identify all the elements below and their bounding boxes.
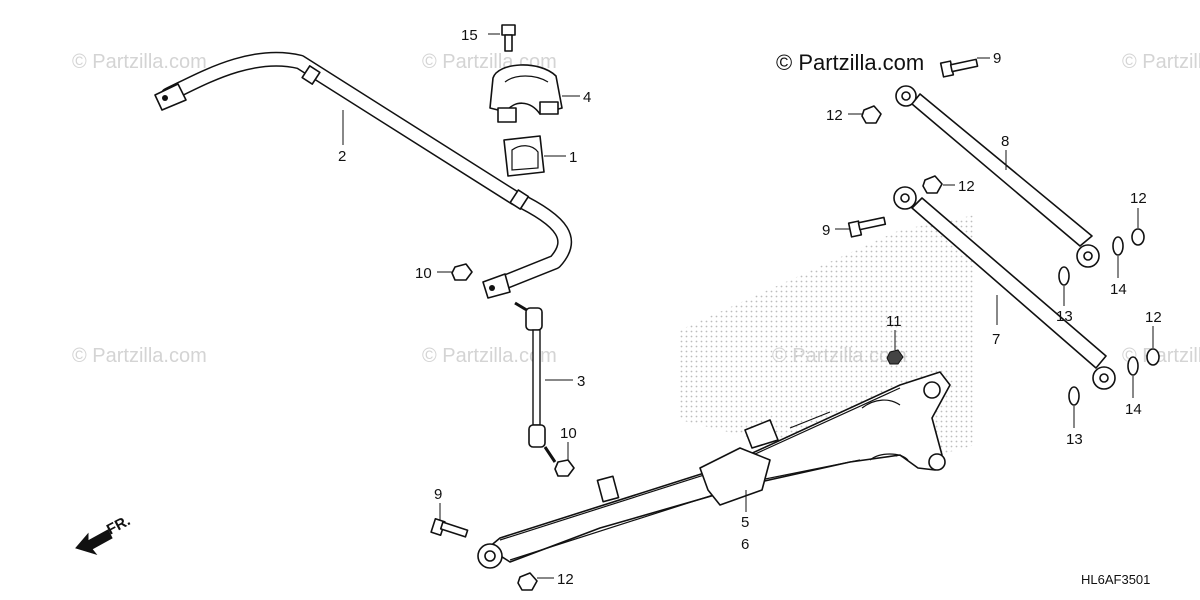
trailing-arm xyxy=(477,371,951,569)
watermark: © Partzilla.com xyxy=(422,345,557,367)
washer-13 xyxy=(1068,386,1080,406)
callouts: 15 4 1 2 10 3 10 9 12 5 6 12 9 12 8 9 12… xyxy=(338,27,1162,588)
callout-12: 12 xyxy=(1130,190,1147,207)
bolt-9 xyxy=(847,216,887,238)
diagram-code: HL6AF3501 xyxy=(1081,572,1150,587)
watermark: © Partzilla.com xyxy=(1122,345,1200,367)
callout-12: 12 xyxy=(958,178,975,195)
radius-rod-7 xyxy=(893,186,1116,390)
nut-12 xyxy=(922,175,943,194)
bolt-9 xyxy=(939,58,979,78)
callout-4: 4 xyxy=(583,89,591,106)
callout-12: 12 xyxy=(826,107,843,124)
callout-5: 5 xyxy=(741,514,749,531)
nut-12 xyxy=(517,572,538,591)
copyright-label: © Partzilla.com xyxy=(776,50,924,75)
nut-12 xyxy=(861,105,882,124)
callout-10: 10 xyxy=(560,425,577,442)
watermark: © Partzilla.com xyxy=(72,51,207,73)
washer-14 xyxy=(1112,236,1124,256)
callout-14: 14 xyxy=(1125,401,1142,418)
watermark: © Partzilla.com xyxy=(1122,51,1200,73)
callout-6: 6 xyxy=(741,536,749,553)
callout-12: 12 xyxy=(1145,309,1162,326)
watermark: © Partzilla.com xyxy=(72,345,207,367)
bolt-9 xyxy=(430,517,469,538)
washer-13 xyxy=(1058,266,1070,286)
nut-10 xyxy=(554,459,575,477)
callout-13: 13 xyxy=(1066,431,1083,448)
stabilizer-holder xyxy=(489,64,563,123)
nut-11 xyxy=(886,349,904,365)
callout-8: 8 xyxy=(1001,133,1009,150)
callout-9: 9 xyxy=(822,222,830,239)
bolt-15 xyxy=(501,24,516,52)
callout-14: 14 xyxy=(1110,281,1127,298)
callout-13: 13 xyxy=(1056,308,1073,325)
nut-10 xyxy=(451,263,473,281)
nut-12 xyxy=(1131,228,1145,246)
callout-1: 1 xyxy=(569,149,577,166)
callout-2: 2 xyxy=(338,148,346,165)
nut-12 xyxy=(1146,348,1160,366)
stabilizer-bar xyxy=(154,51,572,299)
watermarks: © Partzilla.com © Partzilla.com © Partzi… xyxy=(72,51,1200,367)
leader-lines xyxy=(342,33,1154,579)
callout-7: 7 xyxy=(992,331,1000,348)
callout-10: 10 xyxy=(415,265,432,282)
radius-rod-8 xyxy=(895,85,1100,268)
callout-11: 11 xyxy=(886,313,902,330)
callout-15: 15 xyxy=(461,27,478,44)
callout-12: 12 xyxy=(557,571,574,588)
callout-3: 3 xyxy=(577,373,585,390)
stabilizer-link xyxy=(514,301,557,463)
callout-9: 9 xyxy=(434,486,442,503)
callout-9: 9 xyxy=(993,50,1001,67)
fr-arrow-icon xyxy=(75,529,113,555)
washer-14 xyxy=(1127,356,1139,376)
bushing-1 xyxy=(503,135,545,177)
